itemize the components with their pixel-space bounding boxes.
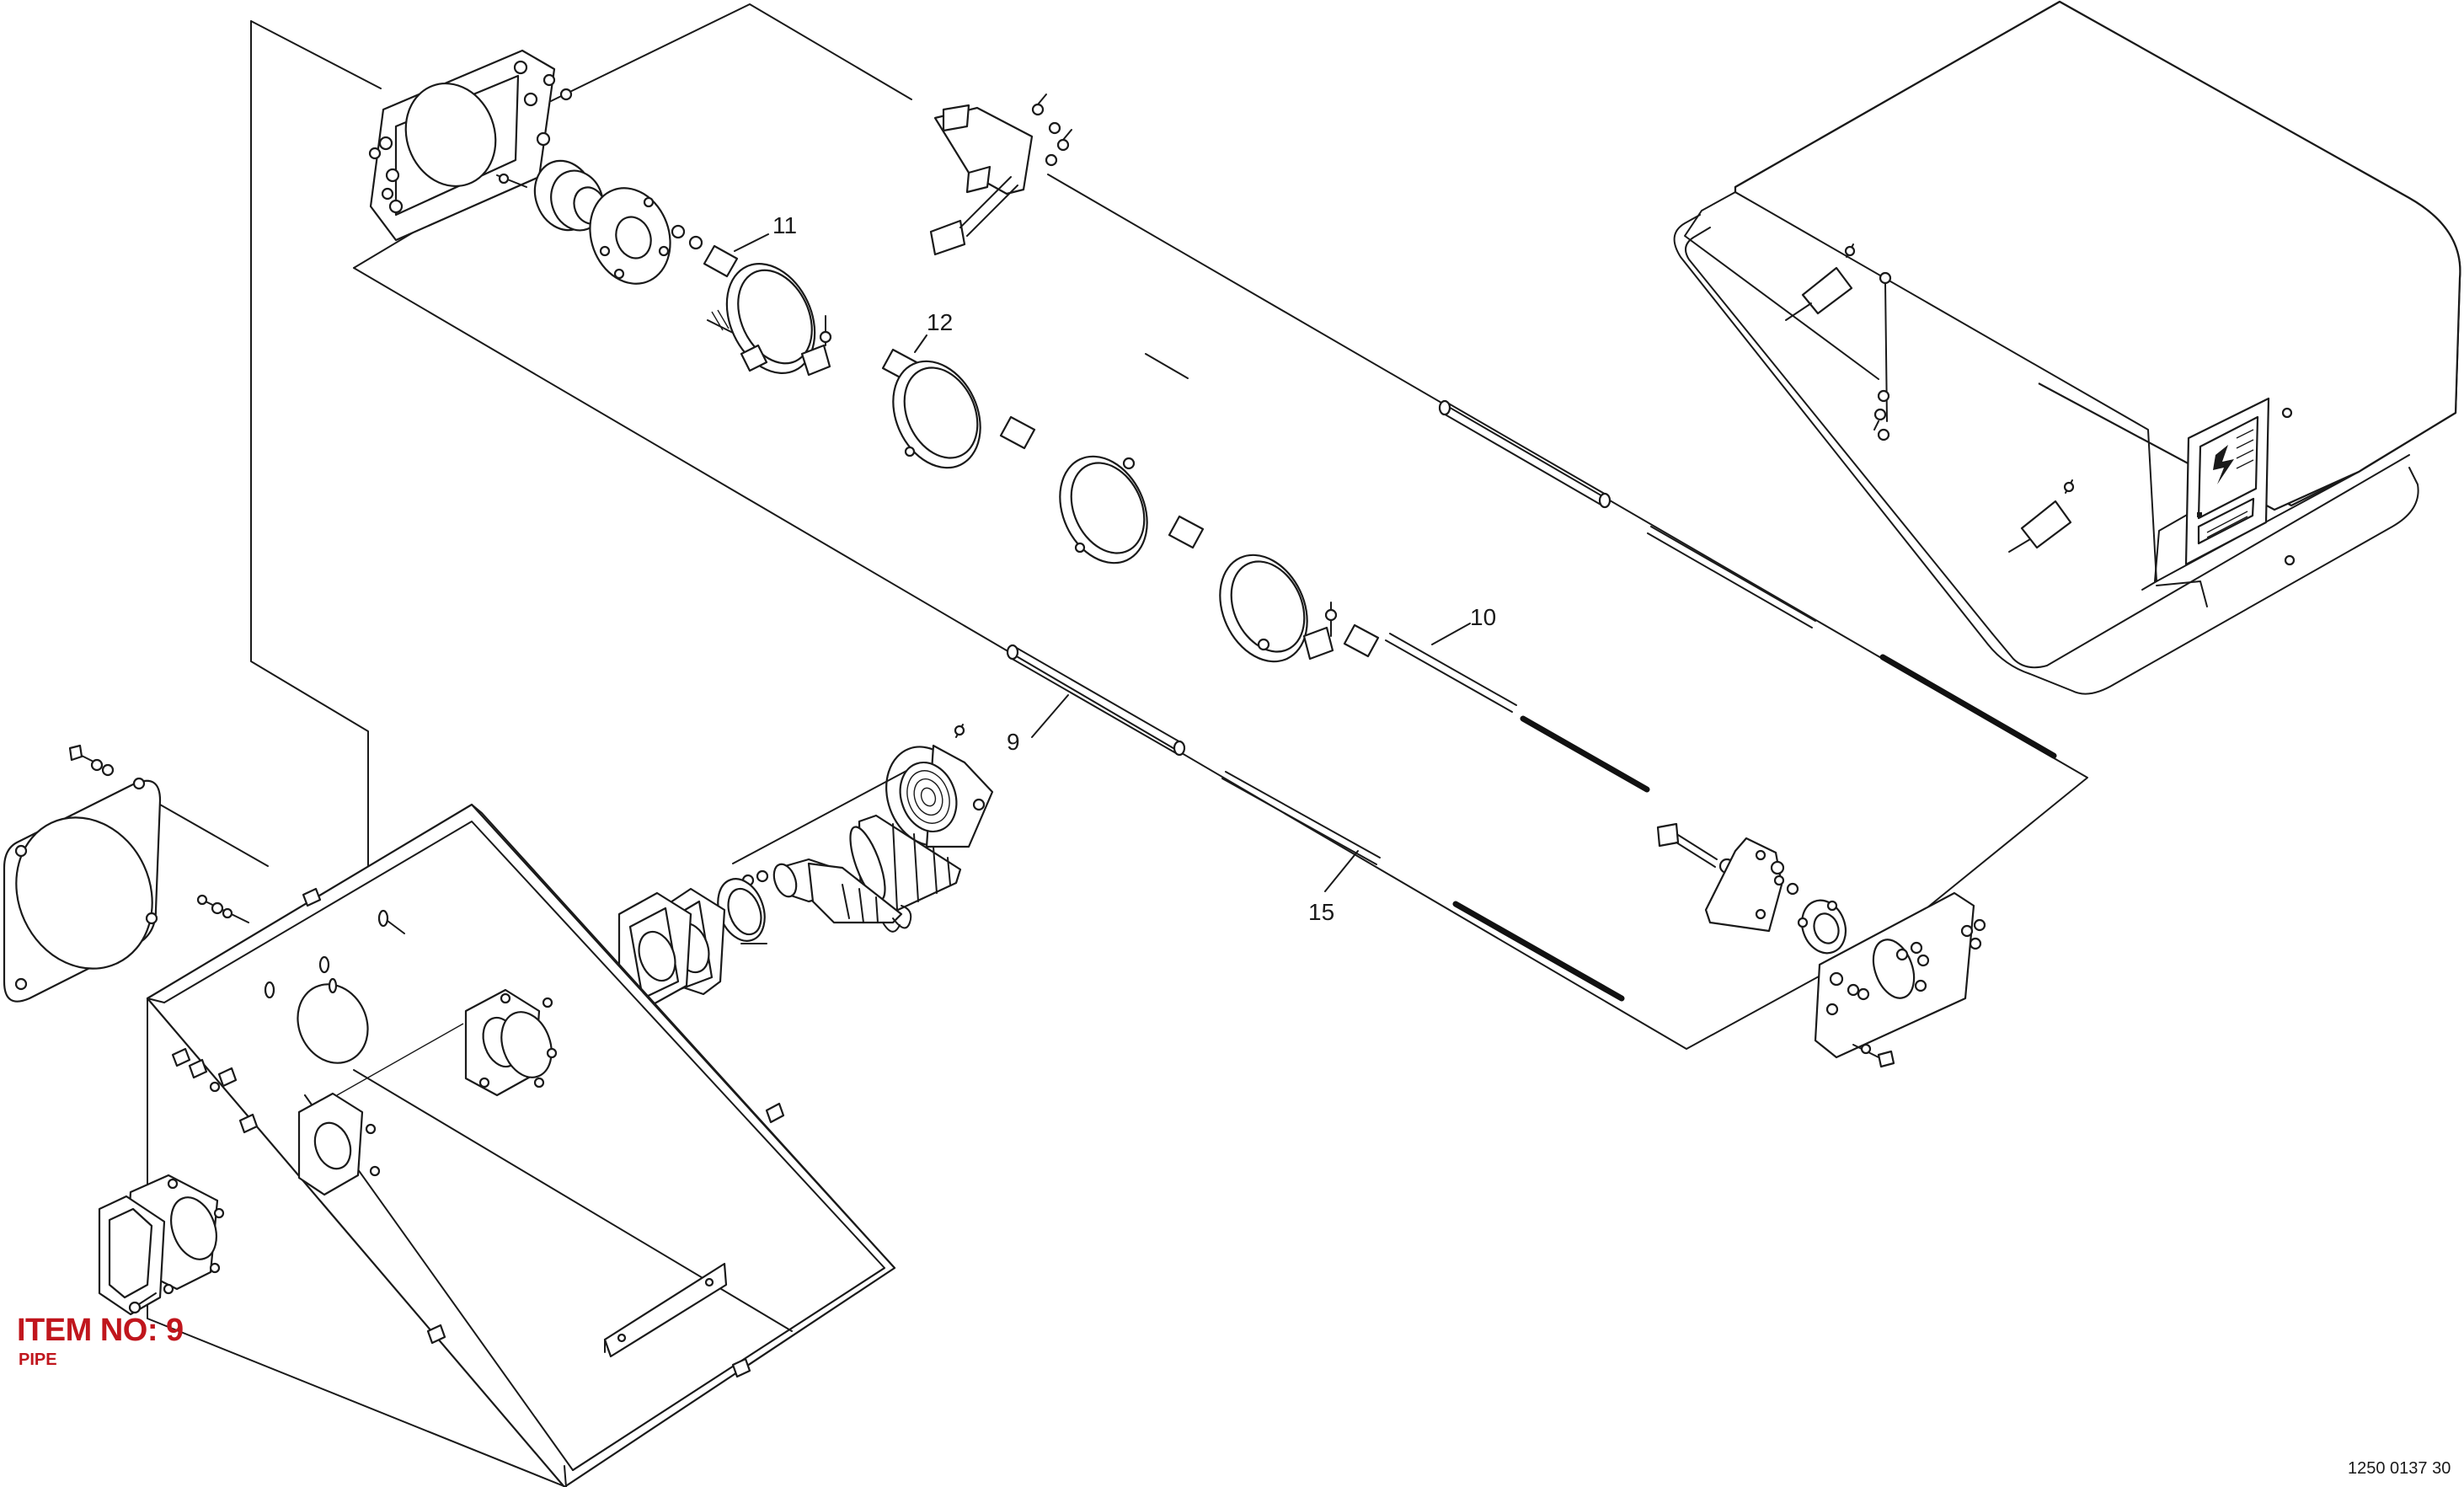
bearing-plate-top-left [368, 49, 573, 242]
hopper-box [3, 744, 896, 1487]
callout-9: 9 [1007, 729, 1020, 755]
item-description: PIPE [19, 1351, 57, 1369]
callout-11: 11 [772, 212, 797, 238]
nozzle-assembly [617, 724, 994, 1008]
sensor-bracket [929, 94, 1072, 256]
reel-shaft-assembly [703, 244, 1650, 793]
callouts: 11 12 10 9 15 [734, 212, 1496, 925]
bearing-plate-right [1656, 822, 1986, 1068]
callout-12: 12 [927, 309, 953, 335]
pipe-lower [1006, 644, 1625, 1002]
callout-10: 10 [1470, 604, 1496, 630]
drawing-number: 1250 0137 30 [2348, 1459, 2451, 1478]
hood-cover [1673, 0, 2461, 695]
item-number-label: ITEM NO: 9 [17, 1313, 184, 1348]
bearing-housing-top [496, 159, 703, 285]
callout-15: 15 [1308, 899, 1334, 925]
pipe-upper [1438, 399, 2057, 759]
